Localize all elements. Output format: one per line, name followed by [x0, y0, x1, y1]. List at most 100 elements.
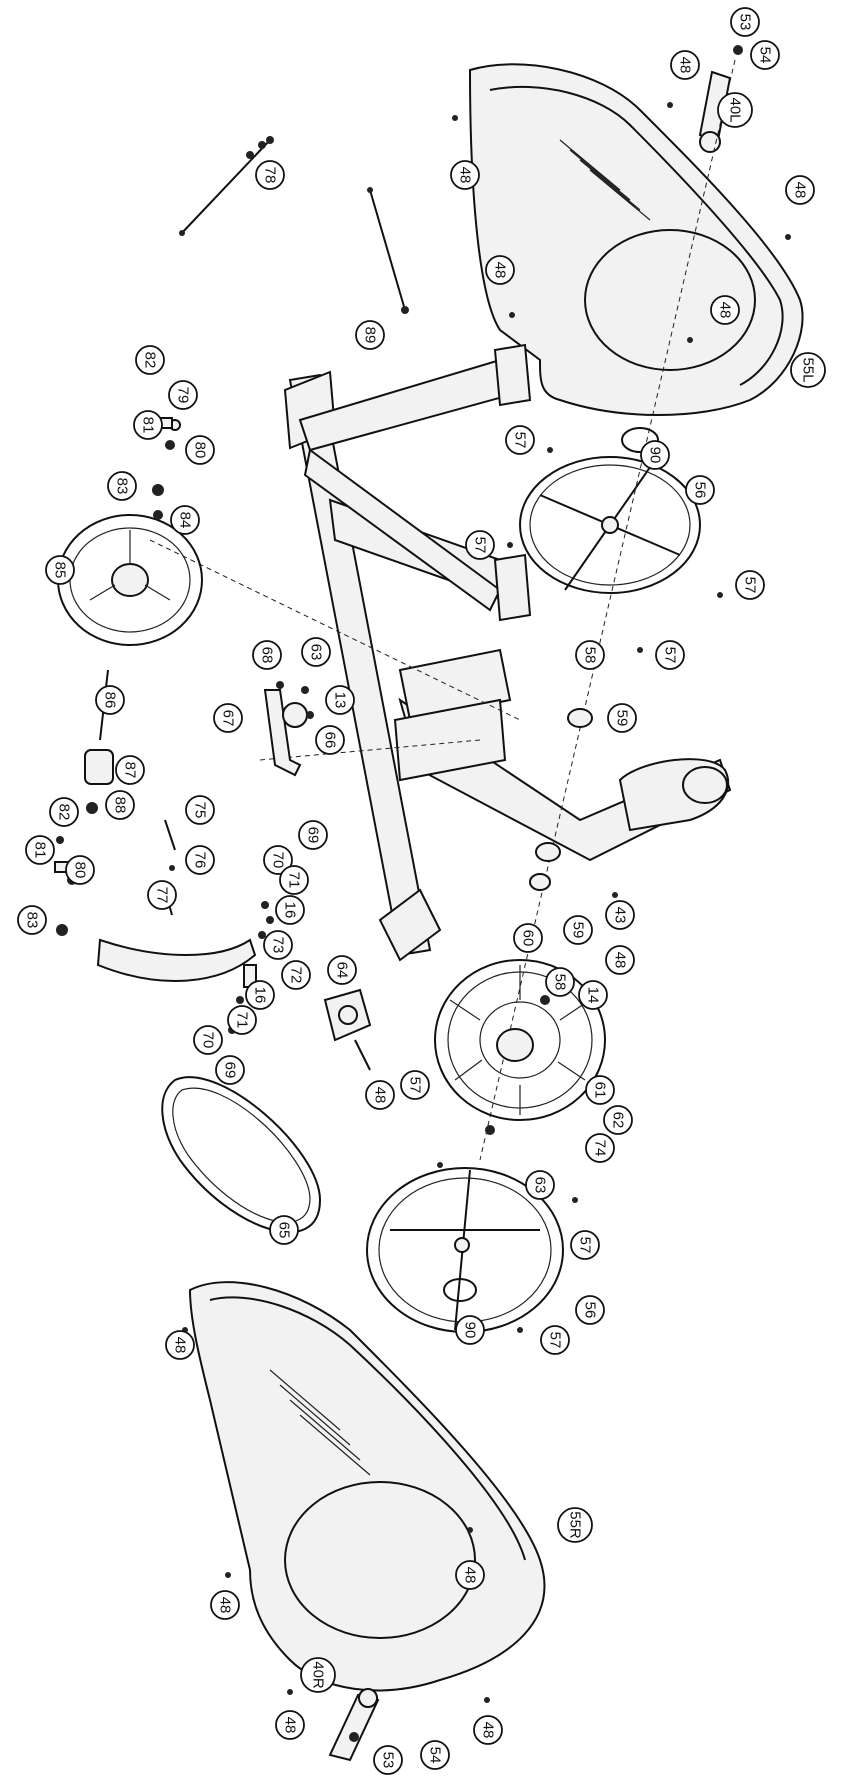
- callout-c75: 75: [185, 795, 215, 825]
- nut-14: [540, 995, 550, 1005]
- callout-label: 78: [262, 167, 279, 184]
- callout-circle: [735, 570, 765, 600]
- callout-c77: 77: [147, 880, 177, 910]
- nut-63: [485, 1125, 495, 1135]
- callout-c83-bot: 83: [17, 905, 47, 935]
- callout-label: 76: [192, 852, 209, 869]
- callout-label: 48: [282, 1717, 299, 1734]
- callout-label: 48: [172, 1337, 189, 1354]
- callout-c48-e: 48: [710, 295, 740, 325]
- callout-circle: [133, 410, 163, 440]
- callout-c57-b: 57: [465, 530, 495, 560]
- callout-circle: [252, 640, 282, 670]
- cover-plate-56-top: [519, 456, 701, 594]
- callout-label: 90: [647, 447, 664, 464]
- callout-c48-f: 48: [365, 1080, 395, 1110]
- callout-circle: [115, 755, 145, 785]
- callout-circle: [563, 915, 593, 945]
- callout-label: 87: [122, 762, 139, 779]
- callout-circle: [540, 1325, 570, 1355]
- callout-label: 54: [427, 1747, 444, 1764]
- callout-circle: [275, 895, 305, 925]
- callout-label: 48: [792, 182, 809, 199]
- callout-circle: [585, 1075, 615, 1105]
- callout-circle: [281, 960, 311, 990]
- callout-c48-g: 48: [605, 945, 635, 975]
- callout-label: 14: [585, 987, 602, 1004]
- callout-circle: [525, 1170, 555, 1200]
- callout-labels: 535440L4848484848788955L5790565757575859…: [17, 7, 826, 1775]
- callout-c55L: 55L: [790, 352, 826, 388]
- callout-label: 48: [677, 57, 694, 74]
- callout-circle: [655, 640, 685, 670]
- callout-circle: [730, 7, 760, 37]
- callout-c73: 73: [263, 930, 293, 960]
- callout-c57-g: 57: [540, 1325, 570, 1355]
- callout-circle: [790, 352, 826, 388]
- callout-c48-d: 48: [485, 255, 515, 285]
- callout-c63-top: 63: [301, 637, 331, 667]
- callout-circle: [605, 945, 635, 975]
- callout-label: 88: [112, 797, 129, 814]
- callout-circle: [105, 790, 135, 820]
- callout-label: 55L: [800, 357, 817, 382]
- callout-c14: 14: [578, 980, 608, 1010]
- callout-c57-e: 57: [400, 1070, 430, 1100]
- callout-c69-bot: 69: [215, 1055, 245, 1085]
- callout-c56-bot: 56: [575, 1295, 605, 1325]
- bearing-59-bottom: [535, 842, 561, 862]
- rod-89: [367, 187, 409, 314]
- callout-c40R: 40R: [300, 1657, 336, 1693]
- callout-circle: [193, 1025, 223, 1055]
- callout-label: 48: [457, 167, 474, 184]
- callout-c69-top: 69: [298, 820, 328, 850]
- callout-c90-bot: 90: [455, 1315, 485, 1345]
- callout-c70-bot: 70: [193, 1025, 223, 1055]
- flywheel-61: [434, 959, 606, 1121]
- callout-c84: 84: [170, 505, 200, 535]
- callout-c55R: 55R: [557, 1507, 593, 1543]
- side-cover-right: [188, 1281, 546, 1692]
- callout-circle: [185, 795, 215, 825]
- callout-label: 81: [140, 417, 157, 434]
- callout-c48-l: 48: [473, 1715, 503, 1745]
- callout-c68: 68: [252, 640, 282, 670]
- callout-circle: [227, 1005, 257, 1035]
- callout-c82-top: 82: [135, 345, 165, 375]
- pulley-85: [57, 514, 203, 646]
- callout-circle: [607, 703, 637, 733]
- callout-c57-a: 57: [505, 425, 535, 455]
- crank-arm-right: [328, 1688, 380, 1762]
- callout-c78: 78: [255, 160, 285, 190]
- axis-line-belt: [149, 539, 521, 721]
- callout-c48-j: 48: [210, 1590, 240, 1620]
- callout-c59-bot: 59: [563, 915, 593, 945]
- callout-c83-top: 83: [107, 471, 137, 501]
- bushing-90-top: [621, 427, 659, 453]
- callout-label: 69: [222, 1062, 239, 1079]
- callout-circle: [513, 923, 543, 953]
- callout-label: 59: [614, 710, 631, 727]
- callout-circle: [670, 50, 700, 80]
- callout-circle: [170, 505, 200, 535]
- callout-c76: 76: [185, 845, 215, 875]
- callout-label: 64: [334, 962, 351, 979]
- callout-c59-top: 59: [607, 703, 637, 733]
- callout-circle: [325, 685, 355, 715]
- callout-c81-bot: 81: [25, 835, 55, 865]
- callout-c66: 66: [315, 725, 345, 755]
- callout-circle: [215, 1055, 245, 1085]
- callout-circle: [210, 1590, 240, 1620]
- callout-label: 48: [717, 302, 734, 319]
- callout-c57-d: 57: [655, 640, 685, 670]
- callout-c54-top: 54: [750, 40, 780, 70]
- callout-c43: 43: [605, 900, 635, 930]
- callout-label: 48: [217, 1597, 234, 1614]
- callout-label: 16: [282, 902, 299, 919]
- callout-c54-bot: 54: [420, 1740, 450, 1770]
- callout-circle: [373, 1745, 403, 1775]
- callout-circle: [575, 1295, 605, 1325]
- callout-label: 73: [270, 937, 287, 954]
- callout-label: 65: [276, 1222, 293, 1239]
